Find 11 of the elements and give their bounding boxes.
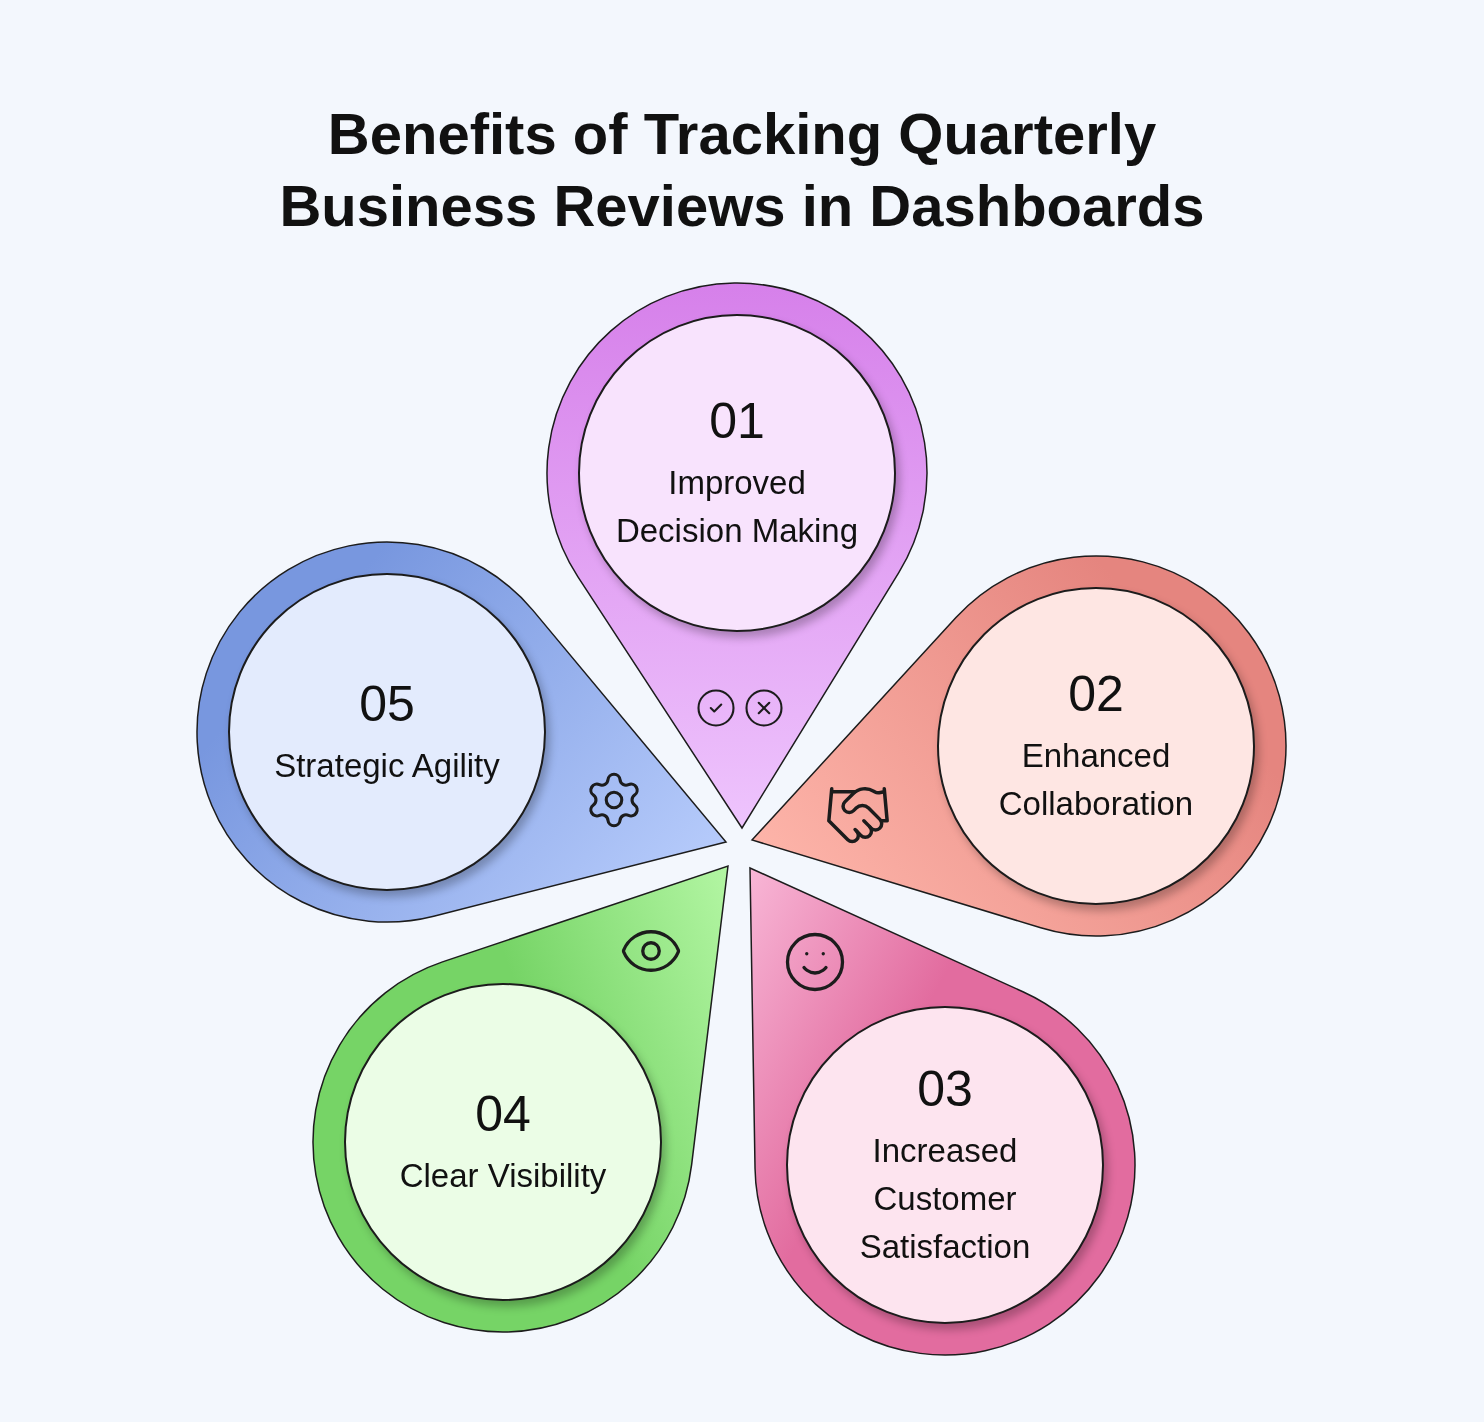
step-number: 05	[359, 675, 415, 734]
step-number: 02	[1068, 665, 1124, 724]
step-number: 01	[709, 392, 765, 451]
benefit-label: Strategic Agility	[273, 746, 501, 786]
title: Benefits of Tracking Quarterly Business Reviews in Dashboards	[278, 100, 1206, 240]
benefit-label: Enhanced Collaboration	[997, 736, 1195, 824]
step-number: 03	[917, 1060, 973, 1119]
benefit-label: Improved Decision Making	[614, 463, 860, 551]
step-number: 04	[475, 1085, 531, 1144]
benefit-label: Clear Visibility	[398, 1156, 608, 1196]
benefit-label: Increased Customer Satisfaction	[858, 1131, 1032, 1267]
